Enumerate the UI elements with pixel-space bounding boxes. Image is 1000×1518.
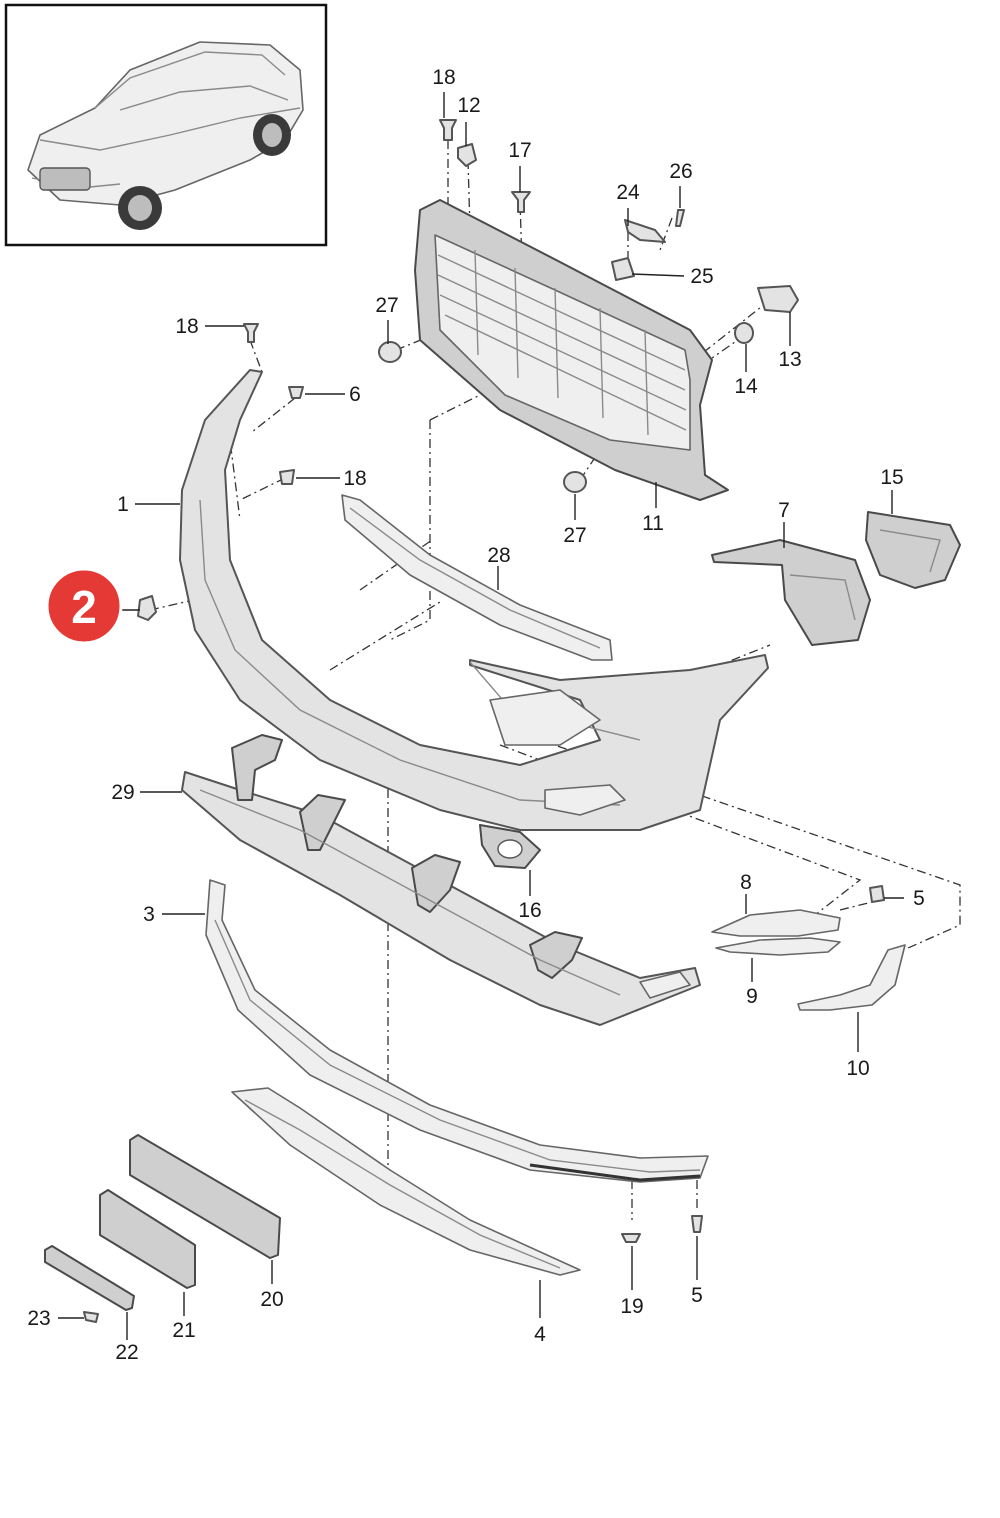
part-side-bracket-right[interactable] (865, 511, 961, 589)
callout-1: 1 (117, 493, 129, 516)
callout-21: 21 (172, 1319, 195, 1342)
callout-28: 28 (487, 544, 510, 567)
part-plate-holder-medium[interactable] (99, 1189, 196, 1289)
part-plate-strip[interactable] (44, 1245, 135, 1311)
part-side-bracket-left[interactable] (711, 539, 871, 646)
part-carrier[interactable] (181, 734, 701, 1026)
callout-26: 26 (669, 160, 692, 183)
screw-small (83, 885, 885, 1323)
callout-12: 12 (457, 94, 480, 117)
callout-6: 6 (349, 383, 361, 406)
part-fog-trim-ring[interactable] (479, 824, 541, 869)
part-grille[interactable] (414, 199, 729, 501)
callout-16: 16 (518, 899, 541, 922)
callout-18-left: 18 (175, 315, 198, 338)
callout-27-top: 27 (375, 294, 398, 317)
part-corner-trim[interactable] (797, 944, 906, 1011)
callout-19: 19 (620, 1295, 643, 1318)
callout-3: 3 (143, 903, 155, 926)
callout-13: 13 (778, 348, 801, 371)
callout-5-bottom: 5 (691, 1284, 703, 1307)
callout-8: 8 (740, 871, 752, 894)
callout-18-mid: 18 (343, 467, 366, 490)
callout-20: 20 (260, 1288, 283, 1311)
highlight-badge[interactable]: 2 (45, 567, 123, 645)
callout-10: 10 (846, 1057, 869, 1080)
callout-17: 17 (508, 139, 531, 162)
callout-22: 22 (115, 1341, 138, 1364)
part-trim-upper[interactable] (711, 909, 841, 937)
callout-7: 7 (778, 499, 790, 522)
leader-lines (58, 92, 904, 1340)
car-thumbnail-icon[interactable] (4, 3, 328, 247)
callout-18-top: 18 (432, 66, 455, 89)
part-cap[interactable] (137, 595, 157, 621)
part-undertray[interactable] (231, 1087, 581, 1276)
callout-9: 9 (746, 985, 758, 1008)
callout-27-mid: 27 (563, 524, 586, 547)
callout-15: 15 (880, 466, 903, 489)
highlight-badge-label: 2 (71, 581, 97, 633)
grille-fasteners (243, 119, 799, 493)
part-plate-holder-large[interactable] (129, 1134, 281, 1259)
part-trim-strip[interactable] (341, 494, 613, 661)
callout-24: 24 (616, 181, 640, 204)
part-trim-lower[interactable] (715, 937, 841, 956)
callout-23: 23 (27, 1307, 50, 1330)
part-lower-spoiler[interactable] (205, 879, 709, 1183)
callout-25: 25 (690, 265, 713, 288)
callout-14: 14 (734, 375, 758, 398)
callout-29: 29 (111, 781, 134, 804)
part-bumper-cover[interactable] (179, 369, 769, 831)
callout-11: 11 (642, 512, 664, 535)
callout-5-right: 5 (913, 887, 925, 910)
callout-labels: 18 12 17 26 24 25 27 13 14 18 6 18 1 15 … (27, 66, 925, 1364)
callout-4: 4 (534, 1323, 546, 1346)
